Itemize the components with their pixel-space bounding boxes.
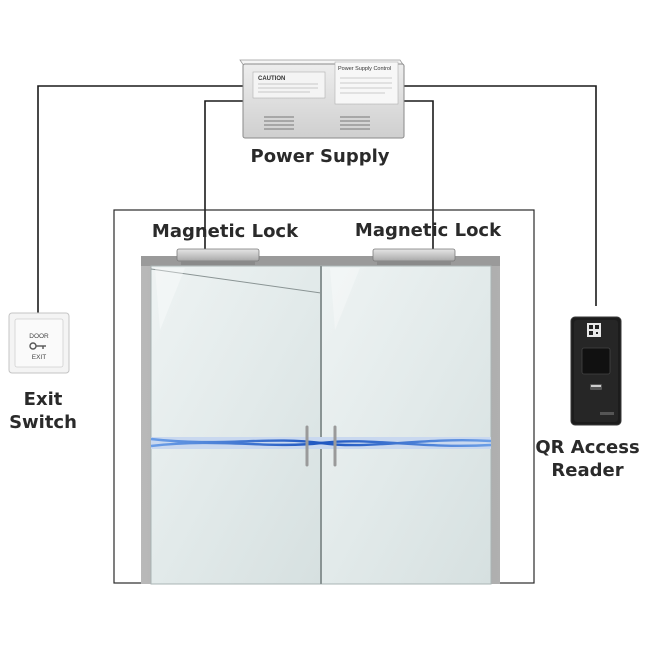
key-icon bbox=[29, 342, 46, 350]
qr-reader-label: QR Access Reader bbox=[530, 436, 645, 482]
wire-exit-switch bbox=[37, 85, 243, 313]
magnetic-lock-left-label-text: Magnetic Lock bbox=[151, 221, 299, 242]
power-supply-label-text: Power Supply bbox=[250, 146, 390, 167]
magnetic-lock-right-label-text: Magnetic Lock bbox=[354, 220, 502, 241]
exit-button-top-text: DOOR bbox=[29, 333, 49, 340]
magnetic-lock-left-label: Magnetic Lock bbox=[140, 220, 310, 243]
right-door-leaf bbox=[320, 265, 492, 585]
caution-text: CAUTION bbox=[258, 76, 285, 82]
power-box-title: Power Supply Control bbox=[338, 66, 391, 72]
exit-switch-label-line1: Exit bbox=[23, 389, 63, 410]
power-supply-box: CAUTION Power Supply Control bbox=[239, 59, 405, 139]
magnetic-lock-right-label: Magnetic Lock bbox=[343, 219, 513, 242]
blue-band bbox=[150, 437, 492, 449]
wiring bbox=[37, 85, 597, 313]
qr-reader-label-line2: Reader bbox=[551, 460, 624, 481]
wire-lock-right bbox=[393, 100, 434, 249]
exit-button-bottom-text: EXIT bbox=[32, 354, 46, 361]
qr-reader-label-line1: QR Access bbox=[535, 437, 640, 458]
exit-switch-device: DOOR EXIT bbox=[8, 312, 70, 374]
wire-qr-reader bbox=[400, 85, 597, 306]
qr-reader-device bbox=[570, 316, 622, 426]
vent-left bbox=[264, 116, 294, 130]
left-door-leaf bbox=[150, 265, 322, 585]
exit-switch-label-line2: Switch bbox=[9, 412, 77, 433]
exit-switch-label: Exit Switch bbox=[0, 388, 86, 434]
magnetic-lock-left-device bbox=[176, 248, 260, 265]
wire-lock-left bbox=[204, 100, 250, 249]
vent-right bbox=[340, 116, 370, 130]
door-handles bbox=[305, 425, 337, 467]
door-leaves bbox=[150, 265, 492, 585]
magnetic-lock-right-device bbox=[372, 248, 456, 265]
qr-code-icon bbox=[587, 323, 601, 337]
power-supply-label: Power Supply bbox=[220, 145, 420, 168]
